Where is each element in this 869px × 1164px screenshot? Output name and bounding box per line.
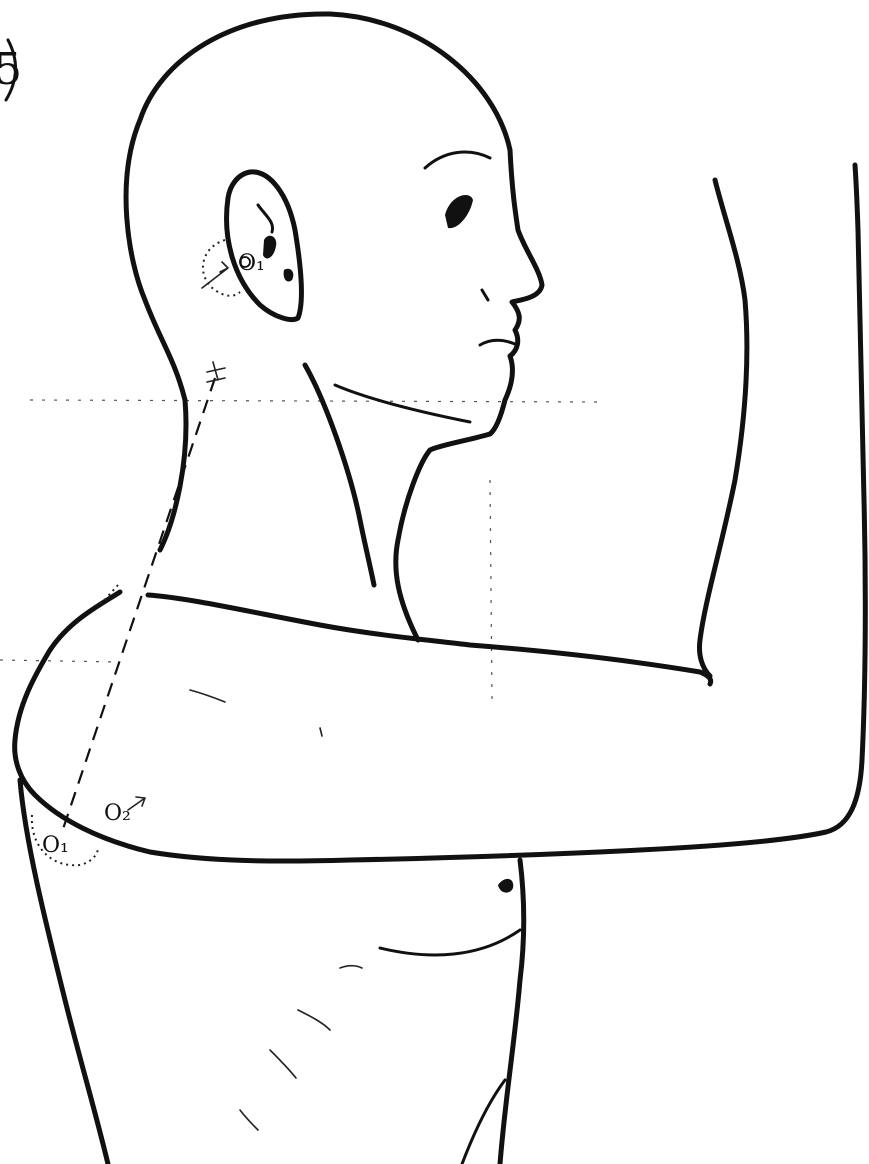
scattered-marks: [190, 690, 322, 736]
nose-line: [482, 290, 488, 300]
reference-lines: [0, 400, 600, 700]
rib-mark: [340, 966, 362, 968]
ear-canal: [263, 236, 276, 259]
ear-lobe-mark: [284, 269, 294, 282]
tick-mark: [190, 690, 225, 702]
label-o1-shoulder: O₁: [42, 833, 69, 858]
abdomen-line: [462, 1080, 505, 1164]
label-o1-ear: O₁: [238, 251, 265, 276]
forearm-inner-edge: [699, 180, 746, 676]
rib-marks: [240, 966, 362, 1130]
dashed-axis-line: [62, 378, 215, 832]
eye: [445, 195, 473, 228]
dashed-line-arrowhead: [207, 362, 225, 382]
eyebrow: [425, 152, 490, 168]
tick-mark: [320, 728, 322, 736]
reference-line-shoulder: [0, 660, 120, 662]
reference-line-neck: [30, 400, 600, 402]
point-o2-arm: O₂: [104, 797, 145, 826]
ear-inner: [258, 205, 273, 232]
ear-arrow: [202, 262, 228, 288]
nipple: [498, 879, 513, 893]
jaw-line: [335, 385, 470, 422]
torso-right-edge: [500, 860, 524, 1164]
neck-front-line: [305, 365, 374, 585]
reference-line-vertical: [490, 480, 492, 700]
rib-mark: [240, 1110, 258, 1130]
mouth: [480, 340, 515, 345]
chest-line: [380, 930, 520, 955]
face-profile: [396, 150, 542, 640]
arm-top-edge: [148, 595, 711, 684]
rib-mark: [270, 1050, 296, 1078]
rib-mark: [298, 1010, 330, 1030]
label-o2-arm: O₂: [104, 801, 131, 826]
